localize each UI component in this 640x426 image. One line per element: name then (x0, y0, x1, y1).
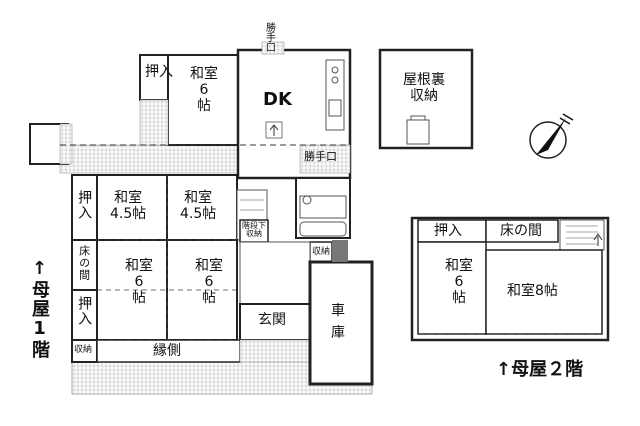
oshiire-left-label: 押入 (76, 190, 93, 220)
oshiire-left2-label: 押入 (76, 296, 93, 326)
dk-label: DK (263, 89, 292, 110)
shuno-left-label: 収納 (74, 345, 93, 355)
north-arrow-icon (529, 113, 574, 159)
room-45b (166, 174, 238, 241)
f2-tokonoma (485, 219, 559, 243)
wc-hatch (59, 123, 73, 165)
katteguchi-top-label: 勝 手 口 (266, 23, 276, 54)
shuno-small-label: 収納 (312, 247, 331, 257)
garage-label: 車 庫 (331, 303, 345, 342)
katteguchi-side-label: 勝手口 (304, 150, 337, 163)
katteguchi-step (261, 41, 285, 55)
f2-room-8-label: 和室8帖 (507, 283, 558, 299)
attic-label: 屋根裏 収納 (403, 72, 445, 105)
room-6a-label: 和室 6 帖 (125, 258, 153, 307)
washitsu-top-label: 和室 6 帖 (190, 66, 218, 115)
garage (308, 260, 374, 386)
attic-plan (378, 48, 474, 150)
f2-tokonoma-label: 床の間 (500, 223, 542, 239)
f2-room-6-label: 和室 6 帖 (445, 258, 473, 307)
genkan-label: 玄関 (258, 312, 286, 328)
hall-mid (239, 241, 311, 305)
room-45b-label: 和室 4.5帖 (180, 190, 217, 223)
room-45a (96, 174, 168, 241)
room-6b-label: 和室 6 帖 (195, 258, 223, 307)
floor1-plan (29, 41, 374, 395)
kaidan-shuno-label: 階段下 収納 (242, 221, 266, 239)
floor2-plan (410, 216, 610, 342)
hall-top (139, 99, 169, 146)
genkan (239, 303, 311, 341)
room-45a-label: 和室 4.5帖 (110, 190, 147, 223)
tokonoma-left-label: 床の間 (77, 245, 91, 281)
katteguchi-side (299, 144, 351, 174)
engawa-label: 縁側 (153, 343, 181, 359)
floor2-caption: ↑母屋２階 (496, 359, 584, 380)
f2-oshiire-label: 押入 (434, 223, 462, 239)
corridor-hatch (59, 144, 241, 174)
floor1-caption: ↑母屋1階 (29, 258, 50, 359)
kitchen-counter (325, 59, 345, 131)
oshiire-top-label: 押入 (145, 64, 173, 80)
f2-room-8 (485, 249, 603, 335)
genkan-step (239, 339, 311, 363)
